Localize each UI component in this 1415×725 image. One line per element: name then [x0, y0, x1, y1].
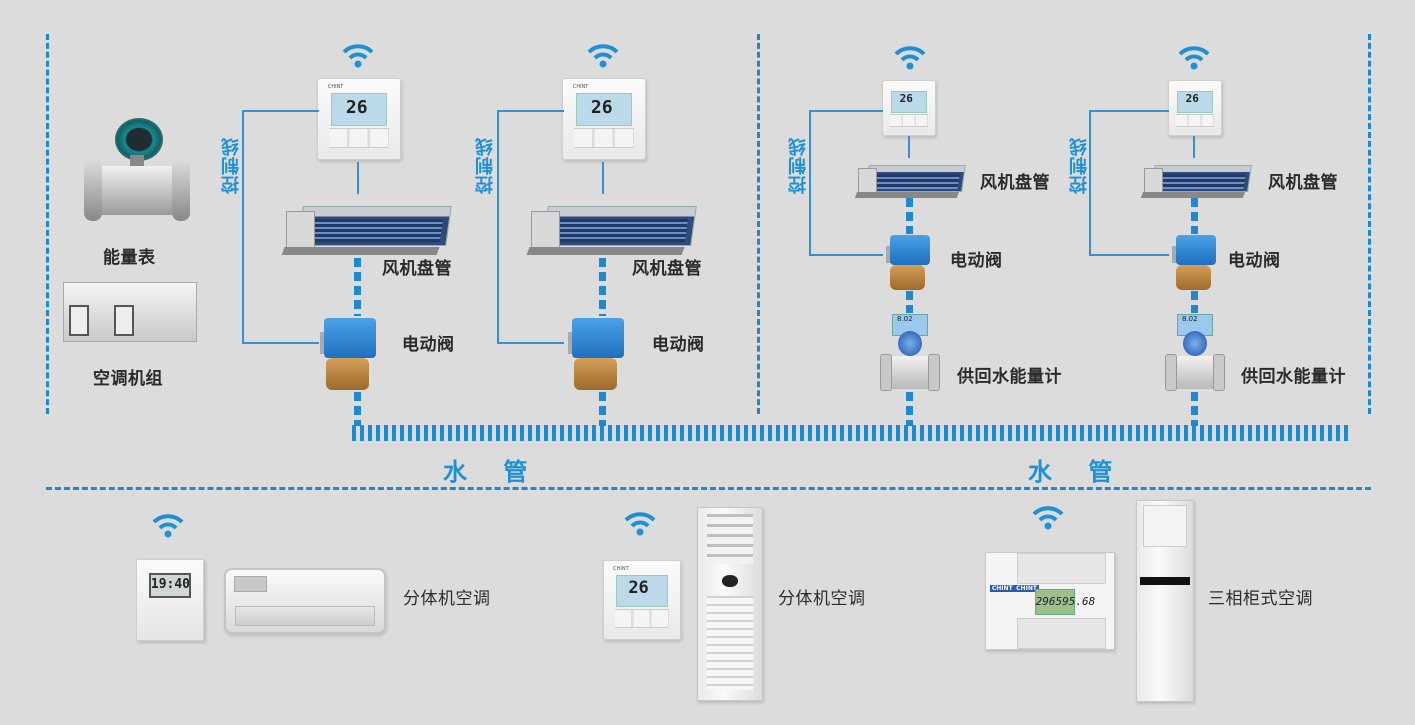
- electric-valve-icon: [568, 318, 624, 390]
- energy-meter-icon: 8.02: [880, 314, 940, 391]
- control-wire-label: 控制线: [1069, 137, 1090, 194]
- control-wire: [242, 110, 319, 344]
- control-wire-label: 控制线: [475, 137, 496, 194]
- wifi-icon: [342, 44, 374, 68]
- wifi-icon: [1032, 506, 1064, 530]
- fan-coil-icon: [1140, 158, 1252, 198]
- wifi-icon: [1178, 46, 1210, 70]
- control-wire-link: [908, 136, 910, 158]
- fan-coil-label: 风机盘管: [1268, 173, 1338, 193]
- water-pipe-branch: [1191, 198, 1198, 234]
- electric-valve-icon: [886, 235, 930, 290]
- divider-left: [46, 34, 49, 414]
- energy-meter-label: 能量表: [103, 248, 156, 268]
- main-water-pipe: [352, 425, 1352, 441]
- fan-coil-label: 风机盘管: [632, 259, 702, 279]
- water-pipe-branch: [599, 392, 606, 426]
- control-wire-link: [1193, 136, 1195, 158]
- valve-label: 电动阀: [402, 335, 455, 355]
- water-pipe-branch: [599, 258, 606, 316]
- divider-right: [1368, 34, 1371, 414]
- meter-label: 供回水能量计: [1241, 367, 1346, 387]
- control-wire: [497, 110, 564, 344]
- control-wire-link: [602, 162, 604, 194]
- split-ac-icon: [224, 568, 386, 634]
- thermostat-icon: CHINT 26: [603, 560, 681, 640]
- divider-horizontal: [46, 487, 1371, 490]
- control-wire: [809, 110, 883, 256]
- fan-coil-label: 风机盘管: [382, 259, 452, 279]
- water-pipe-branch: [1191, 392, 1198, 426]
- wifi-icon: [624, 512, 656, 536]
- fan-coil-label: 风机盘管: [980, 173, 1050, 193]
- ahu-label: 空调机组: [93, 369, 163, 389]
- wifi-icon: [152, 514, 184, 538]
- tower-ac-icon: [1136, 500, 1194, 702]
- electric-valve-icon: [1172, 235, 1216, 290]
- meter-label: 供回水能量计: [957, 367, 1062, 387]
- three-phase-ac-label: 三相柜式空调: [1208, 589, 1313, 609]
- water-pipe-branch: [906, 392, 913, 426]
- energy-meter-icon: [82, 118, 192, 233]
- control-wire-link: [357, 162, 359, 194]
- fan-coil-icon: [854, 158, 966, 198]
- control-wire-label: 控制线: [788, 137, 809, 194]
- control-wire: [1089, 110, 1169, 256]
- thermostat-icon: 26: [882, 80, 936, 136]
- water-pipe-branch: [354, 392, 361, 426]
- electric-valve-icon: [320, 318, 376, 390]
- valve-label: 电动阀: [1228, 251, 1281, 271]
- water-pipe-branch: [354, 258, 361, 316]
- socket-panel-icon: 19:40: [136, 559, 204, 641]
- water-pipe-branch: [906, 291, 913, 313]
- water-pipe-branch: [1191, 291, 1198, 313]
- thermostat-icon: CHINT 26: [562, 78, 646, 160]
- water-pipe-branch: [906, 198, 913, 234]
- control-wire-label: 控制线: [221, 137, 242, 194]
- water-pipe-label-1: 水 管: [443, 458, 542, 486]
- tower-ac-icon: [697, 507, 763, 701]
- thermostat-icon: 26: [1168, 80, 1222, 136]
- ahu-icon: [63, 282, 197, 342]
- split-ac-label: 分体机空调: [403, 589, 491, 609]
- din-meter-icon: CHINT CHINT 296595.68: [985, 552, 1115, 650]
- water-pipe-label-2: 水 管: [1028, 458, 1127, 486]
- divider-middle: [757, 34, 760, 414]
- wifi-icon: [894, 46, 926, 70]
- fan-coil-icon: [281, 195, 451, 255]
- energy-meter-icon: 8.02: [1165, 314, 1225, 391]
- wifi-icon: [587, 44, 619, 68]
- valve-label: 电动阀: [950, 251, 1003, 271]
- fan-coil-icon: [526, 195, 696, 255]
- split-ac-label: 分体机空调: [778, 589, 866, 609]
- thermostat-icon: CHINT 26: [317, 78, 401, 160]
- valve-label: 电动阀: [652, 335, 705, 355]
